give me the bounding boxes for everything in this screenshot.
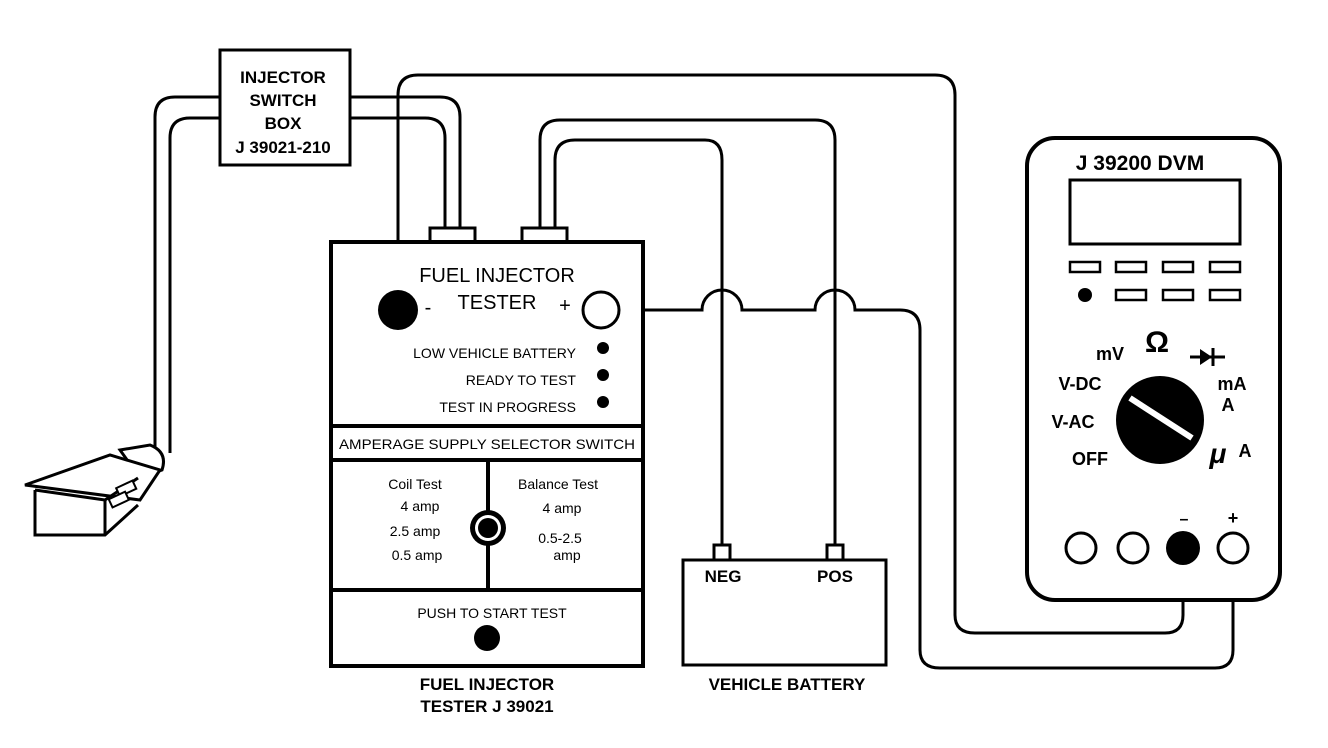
battery-cable-neg: [538, 118, 837, 545]
indicator-low-battery-led: [597, 342, 609, 354]
amperage-selector-knob[interactable]: [470, 510, 506, 546]
coil-option-2-5amp: 2.5 amp: [390, 523, 441, 539]
dvm-a-label: A: [1222, 395, 1235, 415]
dvm-plus-jack[interactable]: [1216, 531, 1250, 565]
injector-switch-box: INJECTOR SWITCH BOX J 39021-210: [218, 48, 352, 167]
wires: [153, 73, 1235, 670]
injector-cable-inner: [168, 116, 220, 453]
tester-minus-label: -: [425, 297, 432, 319]
tester-switch-port: [428, 226, 477, 244]
indicator-in-progress-led: [597, 396, 609, 408]
injector-connector-icon: [24, 443, 165, 537]
balance-option-range-unit: amp: [553, 547, 580, 563]
coil-option-0-5amp: 0.5 amp: [392, 547, 443, 563]
tester-battery-port: [520, 226, 569, 244]
dvm-title: J 39200 DVM: [1076, 152, 1204, 175]
dvm-ua-label: A: [1239, 441, 1252, 461]
selector-switch-label: AMPERAGE SUPPLY SELECTOR SWITCH: [339, 436, 635, 452]
balance-test-title: Balance Test: [518, 476, 598, 492]
dvm-ma-label: mA: [1217, 374, 1246, 394]
battery-pos-terminal: [825, 543, 845, 562]
battery-body: [681, 558, 888, 667]
dvm-keypad[interactable]: [1068, 260, 1242, 302]
switch-cable-outer: [350, 95, 462, 228]
battery-cable-pos: [553, 138, 724, 545]
injector-cable-outer: [153, 95, 220, 453]
dvm-plus-label: +: [1228, 508, 1239, 528]
battery-neg-label: NEG: [705, 567, 742, 586]
indicator-low-battery-label: LOW VEHICLE BATTERY: [413, 345, 577, 361]
tester-title-1: FUEL INJECTOR: [419, 265, 575, 287]
tester-caption-1: FUEL INJECTOR: [420, 675, 554, 694]
tester-plus-label: +: [559, 295, 571, 317]
tester-minus-jack[interactable]: [378, 290, 418, 330]
tester-plus-jack[interactable]: [581, 290, 621, 330]
dvm-off-label: OFF: [1072, 449, 1108, 469]
battery-neg-terminal: [712, 543, 732, 562]
tester-caption-2: TESTER J 39021: [420, 697, 553, 716]
dvm-body: [1025, 136, 1282, 602]
push-to-start-button[interactable]: [474, 625, 500, 651]
push-to-start-label: PUSH TO START TEST: [417, 605, 567, 621]
digital-voltmeter: J 39200 DVM mV Ω V-DC V-AC OFF mA A μ A: [1025, 136, 1282, 602]
dvm-function-dial[interactable]: [1116, 376, 1204, 464]
balance-option-range: 0.5-2.5: [538, 530, 582, 546]
wire-tester-plus-to-dvm-plus: [620, 288, 1235, 670]
indicator-ready-label: READY TO TEST: [466, 372, 577, 388]
switch-box-line2: SWITCH: [249, 91, 316, 110]
dvm-display: [1068, 178, 1242, 246]
battery-pos-label: POS: [817, 567, 853, 586]
balance-option-4amp: 4 amp: [543, 500, 582, 516]
switch-cable-inner: [350, 116, 447, 228]
indicator-ready-led: [597, 369, 609, 381]
tester-title-2: TESTER: [458, 292, 537, 314]
switch-box-body: [218, 48, 352, 167]
dvm-jack-2[interactable]: [1116, 531, 1150, 565]
diode-icon: [1190, 348, 1225, 366]
coil-option-4amp: 4 amp: [401, 498, 440, 514]
dvm-vac-label: V-AC: [1051, 412, 1094, 432]
dvm-micro-symbol: μ: [1209, 438, 1227, 469]
dvm-ohm-label: Ω: [1145, 326, 1169, 359]
wire-tester-minus-to-dvm-minus: [396, 73, 1185, 635]
dvm-minus-label: –: [1180, 511, 1189, 528]
battery-caption: VEHICLE BATTERY: [709, 675, 866, 694]
indicator-in-progress-label: TEST IN PROGRESS: [439, 399, 576, 415]
coil-test-title: Coil Test: [388, 476, 442, 492]
switch-box-line4: J 39021-210: [235, 138, 330, 157]
dvm-jack-1[interactable]: [1064, 531, 1098, 565]
dvm-minus-jack[interactable]: [1166, 531, 1200, 565]
switch-box-line3: BOX: [265, 114, 303, 133]
dvm-mv-label: mV: [1096, 344, 1124, 364]
vehicle-battery: NEG POS VEHICLE BATTERY: [681, 543, 888, 694]
dvm-vdc-label: V-DC: [1058, 374, 1101, 394]
fuel-injector-tester: FUEL INJECTOR TESTER - + LOW VEHICLE BAT…: [329, 226, 645, 716]
switch-box-line1: INJECTOR: [240, 68, 326, 87]
